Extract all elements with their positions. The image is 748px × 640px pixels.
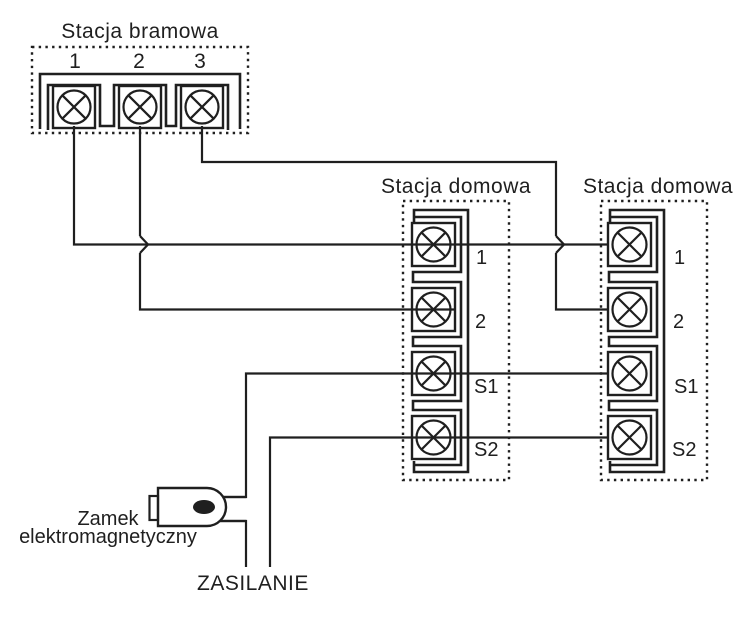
gate-terminal-1-label: 1 (69, 50, 81, 73)
home1-terminal-s1-label: S1 (474, 376, 499, 398)
home1-terminal-1-label: 1 (476, 247, 488, 269)
home2-terminal-2-label: 2 (673, 311, 685, 333)
gate-terminal-1-symbol (56, 89, 92, 125)
home-station-2-inner-shield (607, 215, 659, 467)
home1-terminal-2-label: 2 (475, 311, 487, 333)
wire-gate2-to-home1-terminal-2 (138, 126, 455, 311)
lock-label-line2: elektromagnetyczny (19, 526, 197, 548)
lock-armature-dot (193, 500, 215, 514)
gate-terminal-2-label: 2 (133, 50, 145, 73)
home1-terminal-s2-label: S2 (474, 439, 499, 461)
home-station-1-inner-shield (411, 215, 463, 467)
crossover-hop-icon (555, 235, 566, 254)
power-label: ZASILANIE (197, 572, 309, 595)
gate-terminal-2-symbol (122, 89, 158, 125)
home-station-1-title: Stacja domowa (380, 175, 532, 198)
home2-terminal-s2-label: S2 (672, 439, 697, 461)
electromagnetic-lock-symbol (148, 486, 246, 528)
wire-lock-to-power (220, 519, 248, 567)
home-station-1-dotted-box (401, 199, 511, 482)
home1-terminal-symbols (415, 226, 452, 456)
gate-station-title: Stacja bramowa (61, 20, 219, 43)
wire-gate3-to-home2-terminal-2 (200, 126, 608, 311)
home-station-1-outer-shield (412, 208, 470, 474)
lock-terminal-stubs (220, 495, 246, 523)
lock-mounting-tab (148, 494, 160, 522)
home-station-2-dotted-box (599, 199, 709, 482)
lock-label-line1: Zamek (77, 508, 139, 530)
home2-terminal-symbols (611, 226, 648, 456)
gate-terminal-3-symbol (184, 89, 220, 125)
home2-terminal-s1-label: S1 (674, 376, 699, 398)
crossover-hop-icon (139, 235, 150, 254)
wire-s2-to-power (268, 436, 608, 567)
home2-terminal-1-label: 1 (674, 247, 686, 269)
home-station-2-title: Stacja domowa (582, 175, 734, 198)
wire-gate1-to-terminals-1 (72, 126, 608, 246)
gate-station-outer-shield (38, 72, 242, 129)
home-station-2-outer-shield (608, 208, 666, 474)
gate-terminal-3-label: 3 (194, 50, 206, 73)
lock-label: Zamek elektromagnetyczny (19, 508, 197, 548)
